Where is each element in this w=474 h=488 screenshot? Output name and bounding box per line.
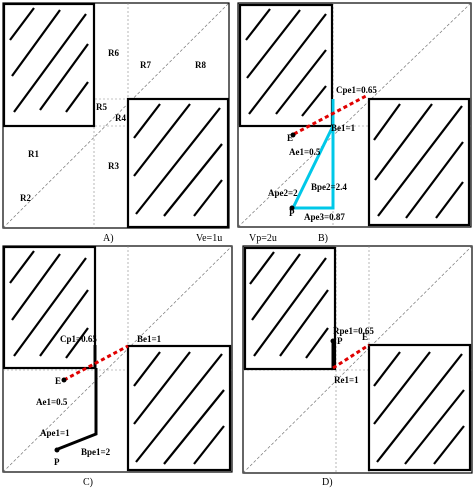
panel-c-hatch-topleft <box>9 250 89 359</box>
panel-b-evader-point <box>290 132 296 138</box>
label-p-d: P <box>337 336 343 346</box>
region-label-r4: R4 <box>115 113 126 123</box>
label-e-c: E <box>55 376 61 386</box>
label-re1: Re1=1 <box>334 375 359 385</box>
region-label-r2: R2 <box>20 193 31 203</box>
region-label-r5: R5 <box>96 102 107 112</box>
panel-b-frame <box>237 2 472 228</box>
label-e-d: E <box>362 332 368 342</box>
label-ape1: Ape1=1 <box>40 428 70 438</box>
region-label-r8: R8 <box>195 60 206 70</box>
panel-c-pursuer-point <box>54 447 60 453</box>
panel-a-hatch-topleft <box>9 7 89 113</box>
evader-speed-label: Ve=1u <box>196 233 222 244</box>
label-be1-b: Be1=1 <box>331 123 356 133</box>
label-ae1-c: Ae1=0.5 <box>36 397 68 407</box>
panel-c: Cp1=0.65 Be1=1 E Ae1=0.5 Ape1=1 P Bpe1=2… <box>2 245 233 488</box>
label-cp1: Cp1=0.65 <box>60 334 97 344</box>
panel-c-evader-point <box>61 377 67 383</box>
panel-a-hatch-bottomright <box>133 103 223 217</box>
panel-d-evader-path <box>332 343 370 370</box>
panel-c-pursuer-path <box>57 368 98 451</box>
panel-b-hatch-bottomright <box>373 103 464 219</box>
panel-c-hatch-bottomright <box>133 351 225 465</box>
panel-d: Rpe1=0.65 P E Re1=1 D) <box>242 245 473 488</box>
panel-b: Cpe1=0.65 E Be1=1 Ae1=0.5 Ape2=2 P Bpe2=… <box>237 2 472 244</box>
panel-d-frame <box>242 245 473 474</box>
panel-b-pursuer-point <box>289 205 295 211</box>
panel-b-caption: B) <box>318 233 328 244</box>
panel-b-diagonal <box>237 2 472 228</box>
panel-a-diagonal <box>2 2 230 229</box>
label-p-b: P <box>289 208 295 218</box>
panel-b-hatch-topleft <box>245 8 327 117</box>
panel-d-diagonal <box>242 245 473 474</box>
label-ape2: Ape2=2 <box>268 188 298 198</box>
panel-d-caption: D) <box>322 477 333 488</box>
label-e-b: E <box>287 133 293 143</box>
pursuer-speed-label: Vp=2u <box>249 233 277 244</box>
region-label-r6: R6 <box>108 48 119 58</box>
panel-d-hatch-bottomright <box>373 351 465 465</box>
region-label-r7: R7 <box>140 60 151 70</box>
panel-a: R6 R7 R8 R5 R4 R1 R3 R2 A) <box>2 2 230 244</box>
panel-d-pursuer-point <box>330 338 336 344</box>
label-bpe1: Bpe1=2 <box>81 447 111 457</box>
region-label-r1: R1 <box>28 149 39 159</box>
label-ae1-b: Ae1=0.5 <box>289 147 321 157</box>
label-cpe1: Cpe1=0.65 <box>336 85 377 95</box>
label-p-c: P <box>54 457 60 467</box>
panel-c-caption: C) <box>83 477 93 488</box>
panel-c-diagonal <box>2 245 233 473</box>
label-ape3: Ape3=0.87 <box>304 212 345 222</box>
panel-a-caption: A) <box>103 233 114 244</box>
label-be1-c: Be1=1 <box>137 334 162 344</box>
panel-d-hatch-topleft <box>249 251 329 359</box>
label-bpe2: Bpe2=2.4 <box>311 182 347 192</box>
panel-c-evader-path <box>63 344 129 382</box>
label-rpe1: Rpe1=0.65 <box>333 326 374 336</box>
region-label-r3: R3 <box>108 161 119 171</box>
